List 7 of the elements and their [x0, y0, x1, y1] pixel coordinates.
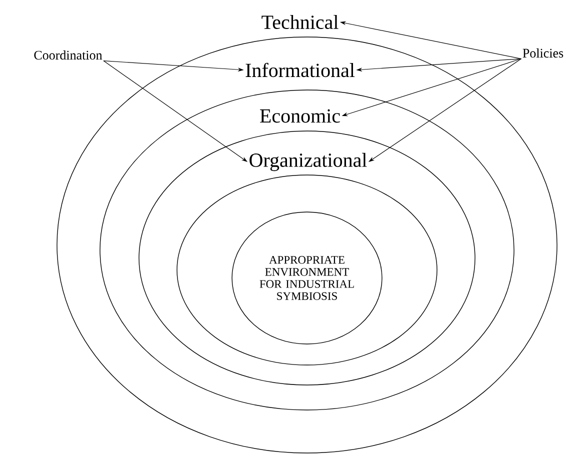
factor-label: Coordination: [34, 50, 102, 60]
factor-label: Policies: [522, 48, 564, 58]
center-text: APPROPRIATE ENVIRONMENT FOR INDUSTRIAL SYMBIOSIS: [260, 256, 354, 300]
ring-label: Informational: [246, 62, 355, 78]
ring-label: Technical: [262, 14, 338, 30]
ring-label: Organizational: [250, 152, 367, 172]
ring-label: Economic: [260, 109, 340, 123]
